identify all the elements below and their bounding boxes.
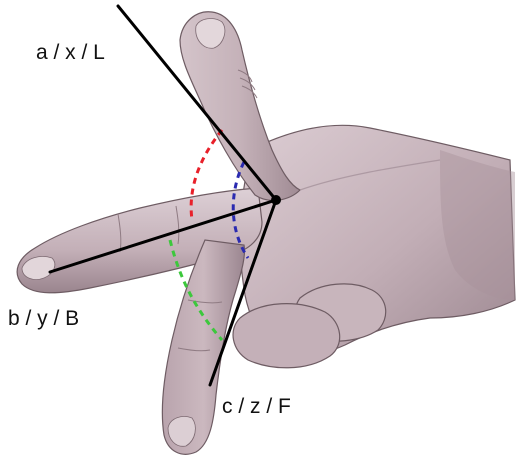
axis-a-label: a / x / L [36,42,105,63]
axis-b-label: b / y / B [8,308,79,329]
axis-c-label: c / z / F [222,396,291,417]
origin-point [271,195,281,205]
hand-little-finger [233,304,340,368]
hand-illustration [17,12,515,454]
